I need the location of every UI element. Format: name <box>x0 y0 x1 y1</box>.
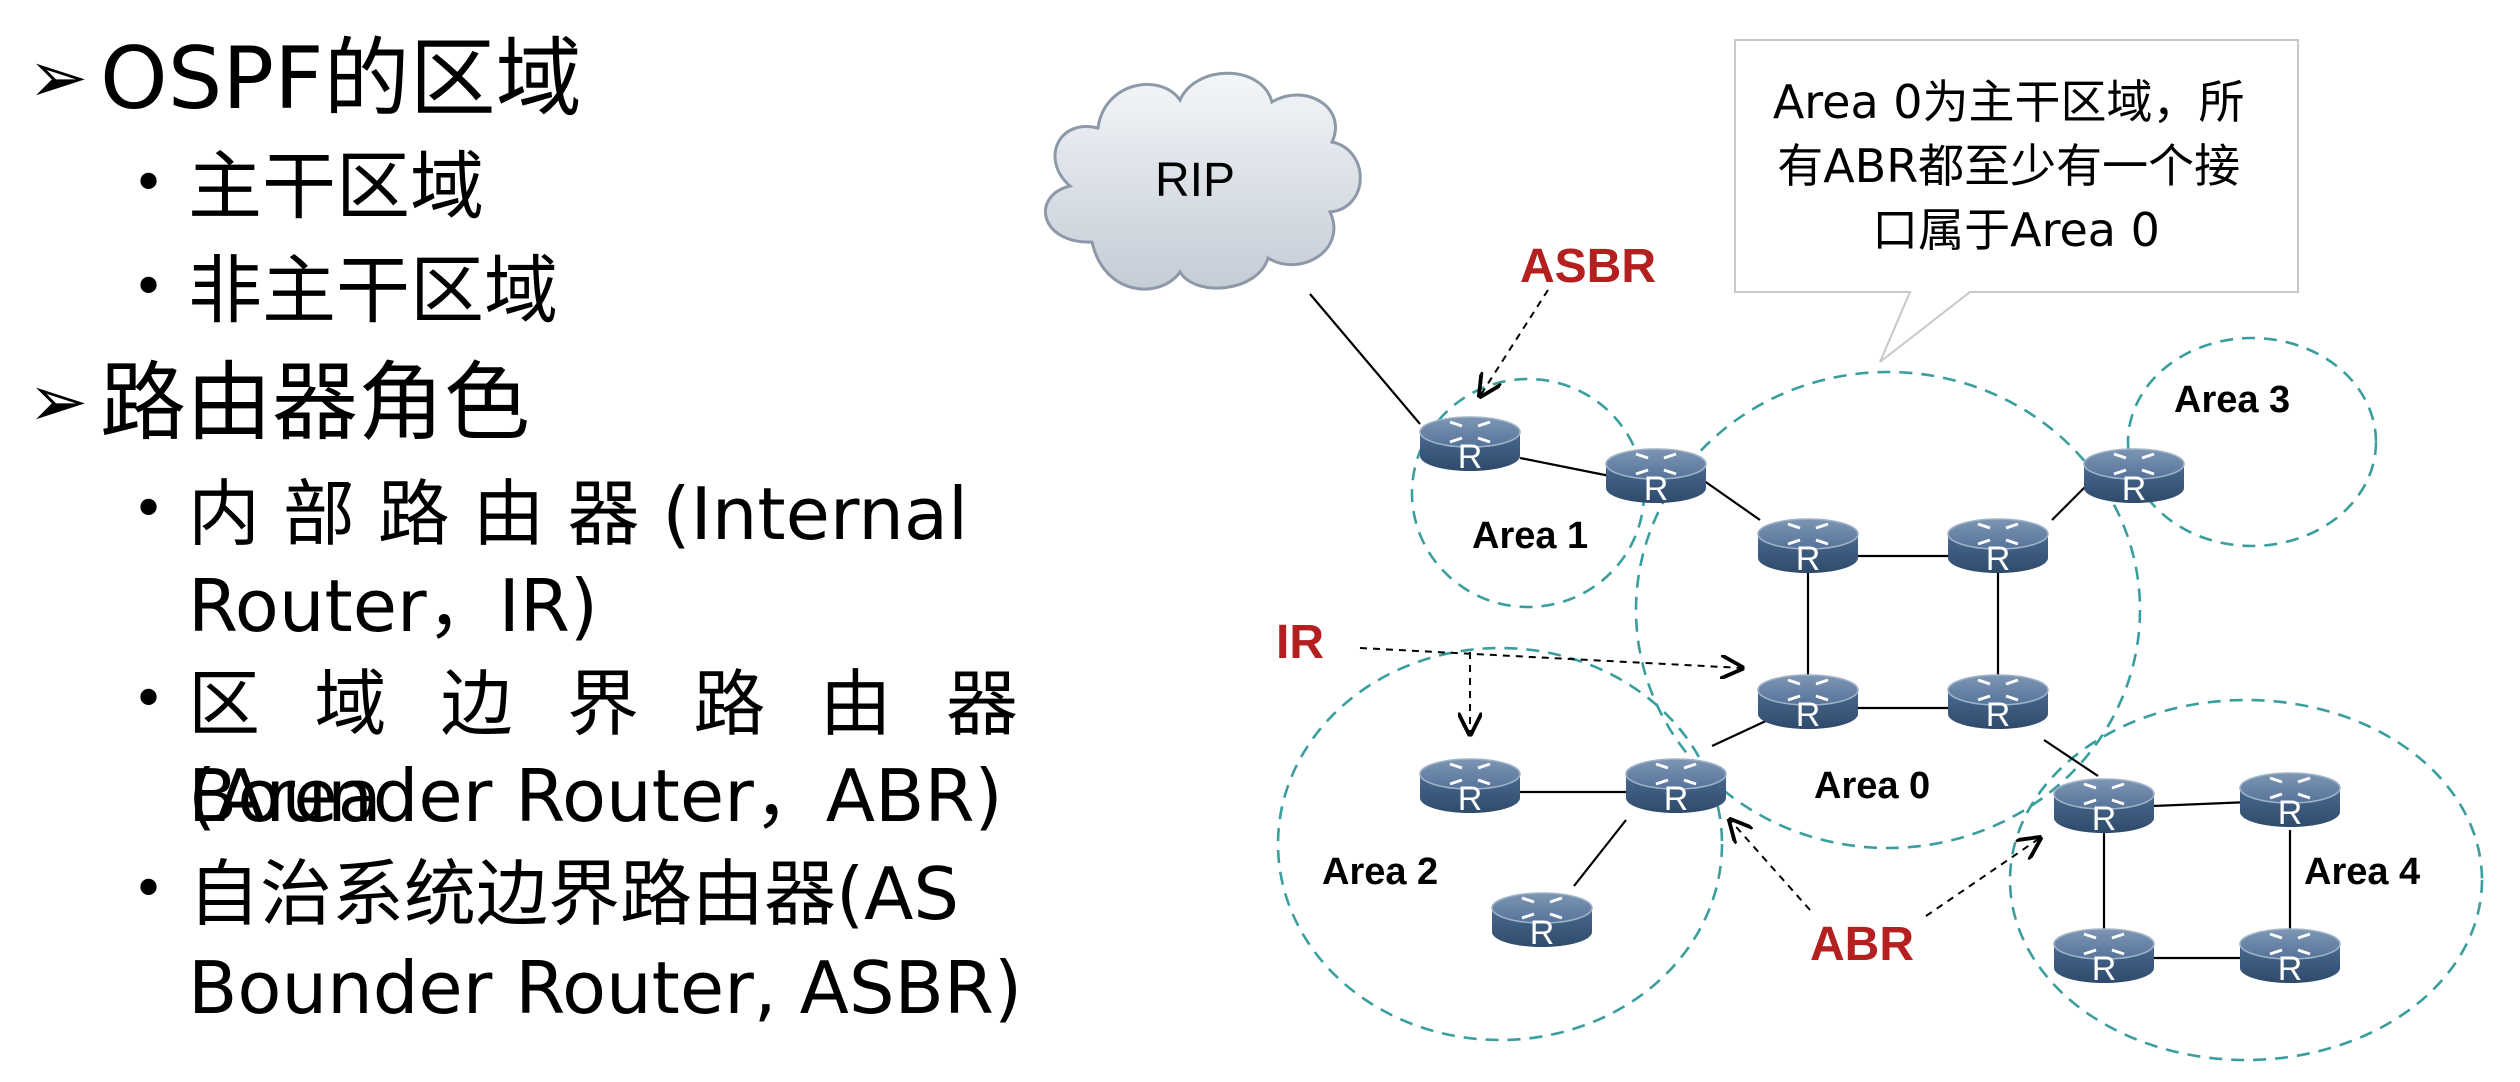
area1-label: Area 1 <box>1472 515 1588 557</box>
heading-text: 路由器角色 <box>100 353 530 453</box>
router-r-icon: R <box>1986 540 2011 578</box>
router-r-icon: R <box>2278 950 2303 988</box>
bullet-abr: • <box>132 666 188 740</box>
heading-text: OSPF的区域 <box>100 29 582 129</box>
bullet-icon: • <box>132 255 166 320</box>
bullet-icon: • <box>132 151 166 216</box>
area3-boundary <box>2126 336 2378 548</box>
router-r-icon: R <box>2122 470 2147 508</box>
arrow-bullet-icon: ➢ <box>28 359 89 443</box>
router-r-icon: R <box>1796 696 1821 734</box>
router-r-icon: R <box>2278 794 2303 832</box>
asbr-label: ASBR <box>1520 240 1656 293</box>
role-abr-line1: 区 域 边 界 路 由 器 (Area <box>188 662 1018 839</box>
item-backbone-area: 主干区域 <box>188 144 484 230</box>
role-ir-line1: 内 部 路 由 器 (Internal <box>188 472 969 556</box>
role-ir-line2: Router，IR) <box>188 564 598 648</box>
router-r-icon: R <box>2092 950 2117 988</box>
heading-router-roles: ➢路由器角色 <box>28 360 530 446</box>
list-item: •非主干区域 <box>132 254 558 328</box>
bullet-asbr: • <box>132 856 188 930</box>
bullet-icon: • <box>132 667 166 732</box>
item-non-backbone-area: 非主干区域 <box>188 248 558 334</box>
router-r-icon: R <box>1644 470 1669 508</box>
area4-boundary <box>2008 698 2484 1062</box>
bullet-icon: • <box>132 857 166 922</box>
area2-boundary <box>1276 646 1724 1042</box>
router-r-icon: R <box>1458 438 1483 476</box>
area0-label: Area 0 <box>1814 765 1930 807</box>
asbr-arrow <box>1480 289 1549 396</box>
arrow-bullet-icon: ➢ <box>28 35 89 119</box>
link-rip-asbr <box>1309 293 1421 425</box>
routers: R R R R R R R R R R R R R R <box>1418 415 2342 988</box>
router-r-icon: R <box>1796 540 1821 578</box>
area0-boundary <box>1634 370 2142 850</box>
callout-text: Area 0为主干区域，所 有ABR都至少有一个接 口属于Area 0 <box>1773 75 2259 257</box>
callout-box <box>1734 39 2299 363</box>
bullet-ir: • <box>132 476 188 550</box>
router-r-icon: R <box>2092 800 2117 838</box>
area4-label: Area 4 <box>2304 851 2420 893</box>
role-asbr-line1: 自治系统边界路由器(AS <box>188 852 960 936</box>
area3-label: Area 3 <box>2174 379 2290 421</box>
abr-arrow-right <box>1925 838 2040 917</box>
list-item: •主干区域 <box>132 150 484 224</box>
bullet-icon: • <box>132 477 166 542</box>
abr-label: ABR <box>1810 918 1914 971</box>
router-r-icon: R <box>1530 914 1555 952</box>
role-abr-line2: Bounder Router，ABR) <box>188 754 1003 838</box>
router-r-icon: R <box>1664 780 1689 818</box>
area2-label: Area 2 <box>1322 851 1438 893</box>
ir-arrow <box>1359 647 1742 668</box>
abr-arrow-left <box>1730 820 1811 911</box>
cloud-label: RIP <box>1155 154 1235 207</box>
rip-cloud <box>1043 71 1362 291</box>
router-r-icon: R <box>1458 780 1483 818</box>
ir-label: IR <box>1276 616 1324 669</box>
router-r-icon: R <box>1986 696 2011 734</box>
role-asbr-line2: Bounder Router, ASBR) <box>188 946 1023 1030</box>
heading-ospf-areas: ➢OSPF的区域 <box>28 36 582 122</box>
